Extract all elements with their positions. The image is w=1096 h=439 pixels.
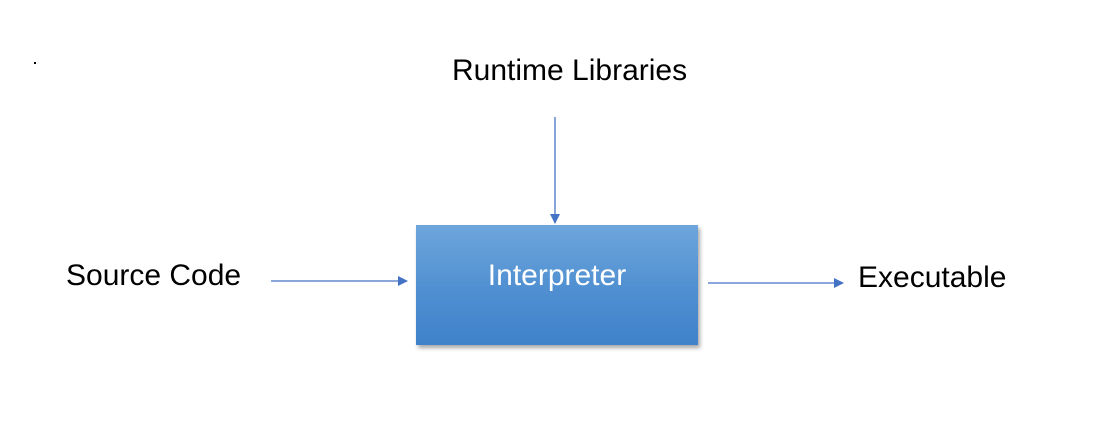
executable-label: Executable bbox=[858, 261, 1007, 294]
interpreter-box: Interpreter bbox=[416, 225, 698, 345]
runtime-libraries-label: Runtime Libraries bbox=[452, 54, 688, 87]
stray-dot bbox=[34, 62, 36, 64]
source-code-label: Source Code bbox=[66, 259, 242, 292]
interpreter-label: Interpreter bbox=[487, 259, 627, 292]
